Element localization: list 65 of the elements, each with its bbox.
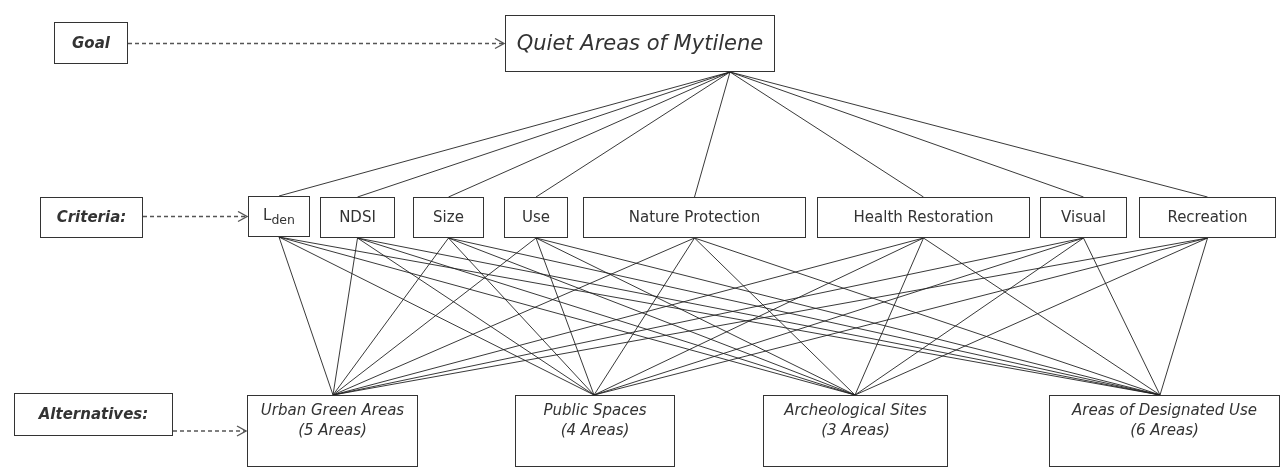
connector-line [332, 237, 358, 396]
connector-line [448, 237, 856, 396]
alternative-box [247, 395, 418, 467]
connector-line [729, 71, 1084, 198]
level-box [14, 393, 173, 436]
connector-line [332, 237, 695, 396]
connector-line [535, 71, 731, 198]
box-text: (3 Areas) [821, 420, 890, 441]
connector-line [593, 237, 1208, 396]
connector-line [332, 237, 537, 396]
connector-line [357, 237, 595, 396]
connector-line [535, 237, 856, 396]
criterion-box [248, 196, 310, 237]
dashed-arrow [172, 425, 247, 437]
connector-line [1159, 237, 1208, 396]
connector-line [448, 237, 595, 396]
box-text: Nature Protection [628, 207, 761, 228]
connector-line [332, 237, 449, 396]
connector-line [729, 71, 924, 198]
connector-line [694, 71, 731, 198]
connector-line [854, 237, 924, 396]
box-text: Visual [1061, 207, 1106, 228]
box-text: Public Spaces [543, 400, 647, 421]
connector-line [694, 237, 856, 396]
box-text: (6 Areas) [1130, 420, 1199, 441]
connector-line [1083, 237, 1161, 396]
alternative-box [515, 395, 675, 467]
level-box [40, 197, 143, 238]
alternative-box [1049, 395, 1280, 467]
alternative-box [763, 395, 948, 467]
criterion-box [817, 197, 1030, 238]
criterion-box [1040, 197, 1127, 238]
criterion-box [413, 197, 484, 238]
connector-line [278, 236, 334, 396]
dashed-arrow [127, 37, 505, 50]
connector-line [448, 71, 731, 198]
box-text: Alternatives: [38, 404, 149, 425]
criterion-box [583, 197, 806, 238]
criterion-box [320, 197, 395, 238]
box-text: Health Restoration [853, 207, 994, 228]
box-text: L$_{den}$ [263, 204, 295, 229]
connector-line [593, 237, 924, 396]
box-text: Areas of Designated Use [1071, 400, 1258, 421]
connector-line [593, 237, 695, 396]
box-text: Use [522, 207, 550, 228]
connector-line [923, 237, 1161, 396]
box-text: Goal [72, 32, 110, 54]
box-text: (5 Areas) [298, 420, 367, 441]
box-text: NDSI [339, 207, 376, 228]
criterion-box [1139, 197, 1276, 238]
dashed-arrow [142, 210, 248, 223]
connector-line [535, 237, 595, 396]
level-box [54, 22, 128, 64]
box-text: Quiet Areas of Mytilene [516, 30, 764, 58]
connector-line [854, 237, 1208, 396]
box-text: Archeological Sites [784, 400, 927, 421]
connector-line [854, 237, 1084, 396]
box-text: Urban Green Areas [260, 400, 405, 421]
connector-line [694, 237, 1161, 396]
box-text: Size [433, 207, 464, 228]
goal-box [505, 15, 775, 72]
box-text: Recreation [1167, 207, 1248, 228]
criterion-box [504, 197, 568, 238]
box-text: (4 Areas) [560, 420, 630, 441]
box-text: Criteria: [56, 207, 127, 228]
